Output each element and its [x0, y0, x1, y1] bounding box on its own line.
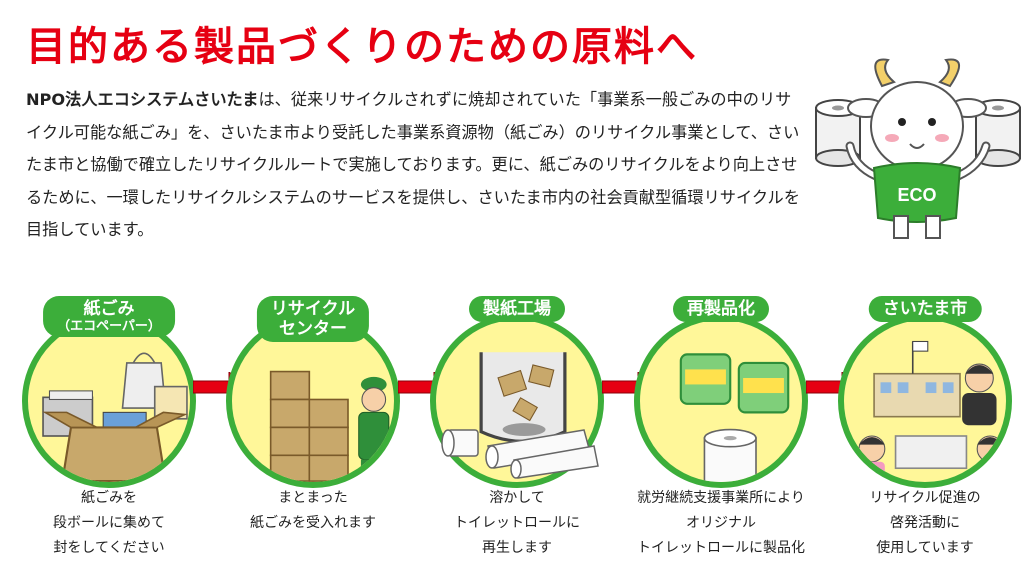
- caption-line: 啓発活動に: [890, 515, 960, 531]
- step-paper-waste: 紙ごみ（エコペーパー）: [22, 296, 196, 488]
- step-label: さいたま市: [868, 296, 982, 322]
- step-label: 製紙工場: [469, 296, 565, 322]
- caption-line: まとまった: [278, 490, 348, 506]
- pulper-tank-illustration: [479, 352, 567, 443]
- caption-line: 就労継続支援事業所により: [637, 490, 805, 506]
- stacked-boxes-worker-illustration: [269, 370, 390, 482]
- goat-mascot-illustration: ECO: [815, 58, 1021, 239]
- caption-line: 紙ごみを受入れます: [250, 515, 376, 531]
- caption-line: 溶かして: [489, 490, 545, 506]
- caption-line: 使用しています: [876, 540, 974, 556]
- caption-line: リサイクル促進の: [869, 490, 981, 506]
- step-recycling-center: リサイクルセンター: [226, 296, 400, 488]
- cardboard-box-papers-illustration: [42, 352, 188, 482]
- step-label: 紙ごみ（エコペーパー）: [43, 296, 175, 337]
- mascot-shirt-text: ECO: [897, 185, 936, 205]
- intro-paragraph: NPO法人エコシステムさいたまは、従来リサイクルされずに焼却されていた「事業系一…: [26, 84, 806, 247]
- caption-line: トイレットロールに: [454, 515, 580, 531]
- step-sublabel: （エコペーパー）: [57, 319, 161, 334]
- step-caption: リサイクル促進の 啓発活動に 使用しています: [825, 486, 1025, 561]
- step-caption: まとまった 紙ごみを受入れます: [213, 486, 413, 536]
- step-label: リサイクルセンター: [256, 296, 370, 342]
- toilet-paper-rolls-illustration: [441, 429, 599, 479]
- step-label-text: さいたま市: [882, 299, 968, 319]
- step-circle: [634, 314, 808, 488]
- intro-body: は、従来リサイクルされずに焼却されていた「事業系一般ごみの中のリサイクル可能な紙…: [26, 90, 800, 239]
- step-caption: 紙ごみを 段ボールに集めて 封をしてください: [9, 486, 209, 561]
- step-label-text: 紙ごみ: [83, 299, 135, 319]
- step-label-text: リサイクル: [270, 299, 356, 319]
- caption-line: オリジナル: [686, 515, 756, 531]
- step-caption: 就労継続支援事業所により オリジナル トイレットロールに製品化: [621, 486, 821, 561]
- toilet-roll-packs-illustration: [679, 353, 790, 482]
- step-label: 再製品化: [673, 296, 769, 322]
- step-caption: 溶かして トイレットロールに 再生します: [417, 486, 617, 561]
- step-sublabel: センター: [279, 319, 347, 339]
- city-hall-people-illustration: [858, 340, 1004, 482]
- org-name: NPO法人エコシステムさいたま: [26, 90, 259, 109]
- step-label-text: 再製品化: [687, 299, 755, 319]
- caption-line: 封をしてください: [53, 540, 165, 556]
- caption-line: 段ボールに集めて: [53, 515, 165, 531]
- step-circle: [22, 314, 196, 488]
- step-remanufacture: 再製品化: [634, 296, 808, 488]
- caption-line: トイレットロールに製品化: [637, 540, 805, 556]
- step-circle: [838, 314, 1012, 488]
- page-title: 目的ある製品づくりのための原料へ: [26, 24, 698, 70]
- caption-line: 再生します: [482, 540, 552, 556]
- caption-line: 紙ごみを: [81, 490, 137, 506]
- step-label-text: 製紙工場: [483, 299, 551, 319]
- step-saitama-city: さいたま市: [838, 296, 1012, 488]
